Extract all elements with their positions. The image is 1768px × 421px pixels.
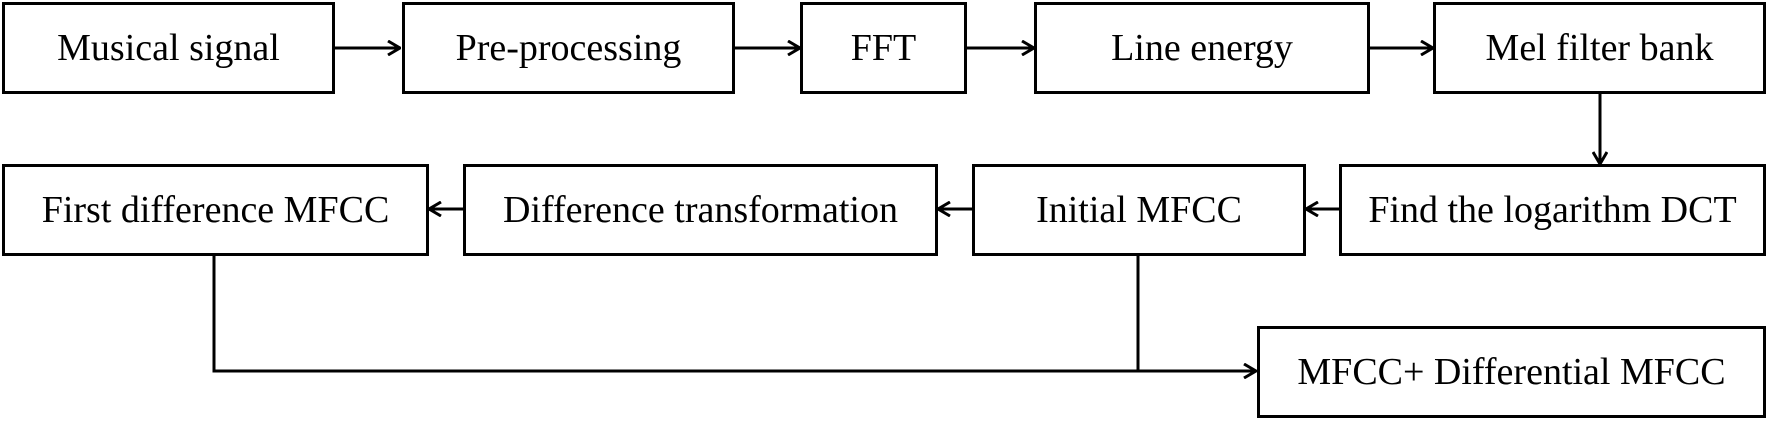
node-pre-processing: Pre-processing <box>402 2 735 94</box>
node-musical-signal: Musical signal <box>2 2 335 94</box>
node-mfcc-plus-differential-mfcc: MFCC+ Differential MFCC <box>1257 326 1766 418</box>
arrow-first-difference-mfcc-to-mfcc-plus-differential <box>212 256 1256 371</box>
node-fft: FFT <box>800 2 967 94</box>
node-first-difference-mfcc: First difference MFCC <box>2 164 429 256</box>
node-find-logarithm-dct: Find the logarithm DCT <box>1339 164 1766 256</box>
node-line-energy: Line energy <box>1034 2 1370 94</box>
node-difference-transformation: Difference transformation <box>463 164 938 256</box>
node-mel-filter-bank: Mel filter bank <box>1433 2 1766 94</box>
node-initial-mfcc: Initial MFCC <box>972 164 1306 256</box>
